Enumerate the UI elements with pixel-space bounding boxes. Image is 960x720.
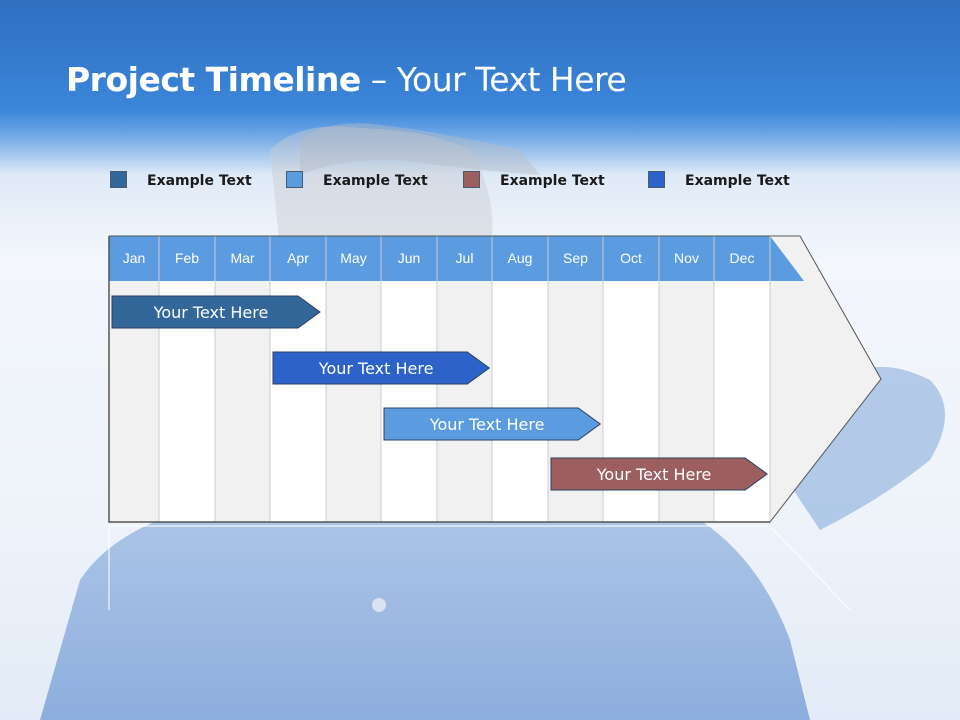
- task-label: Your Text Here: [318, 359, 434, 378]
- month-label: Mar: [230, 250, 255, 266]
- month-label: Feb: [174, 250, 200, 266]
- month-column: [492, 281, 548, 522]
- month-label: Jun: [397, 250, 421, 266]
- month-column: [437, 281, 492, 522]
- page-title: Project Timeline – Your Text Here: [66, 60, 627, 99]
- legend-label: Example Text: [323, 173, 428, 189]
- legend-swatch: [463, 171, 480, 188]
- month-label: Dec: [729, 250, 755, 266]
- task-label: Your Text Here: [153, 303, 269, 322]
- month-label: Aug: [507, 250, 533, 266]
- legend-label: Example Text: [500, 173, 605, 189]
- month-header-cell: [381, 236, 437, 281]
- month-label: Jan: [122, 250, 146, 266]
- timeline-frame: [108, 236, 770, 523]
- month-label: May: [340, 250, 367, 266]
- legend-swatch: [286, 171, 303, 188]
- task-label: Your Text Here: [429, 415, 545, 434]
- month-header-cell: [215, 236, 270, 281]
- legend-label: Example Text: [147, 173, 252, 189]
- month-header-cell: [270, 236, 326, 281]
- month-header-cell: [437, 236, 492, 281]
- task-arrow: [111, 295, 321, 329]
- month-label: Sep: [563, 250, 588, 266]
- month-header-cell: [326, 236, 381, 281]
- timeline-reflection: [769, 525, 851, 611]
- month-header-cell: [714, 236, 770, 281]
- task-label: Your Text Here: [596, 465, 712, 484]
- timeline-arrow-header: [770, 236, 804, 281]
- month-label: Nov: [674, 250, 699, 266]
- legend-label: Example Text: [685, 173, 790, 189]
- month-label: Oct: [620, 250, 642, 266]
- legend-swatch: [648, 171, 665, 188]
- month-header-cell: [603, 236, 659, 281]
- task-arrow: [550, 457, 769, 491]
- month-header-cell: [159, 236, 215, 281]
- month-header-cell: [492, 236, 548, 281]
- month-label: Apr: [287, 250, 309, 266]
- task-arrow: [383, 407, 602, 441]
- title-rest: – Your Text Here: [360, 60, 627, 99]
- month-column: [326, 281, 381, 522]
- month-column: [381, 281, 437, 522]
- title-bold: Project Timeline: [66, 60, 361, 99]
- month-header-cell: [109, 236, 159, 281]
- month-header-cell: [548, 236, 603, 281]
- month-header-cell: [659, 236, 714, 281]
- task-arrow: [272, 351, 491, 385]
- legend-swatch: [110, 171, 127, 188]
- month-label: Jul: [455, 250, 474, 266]
